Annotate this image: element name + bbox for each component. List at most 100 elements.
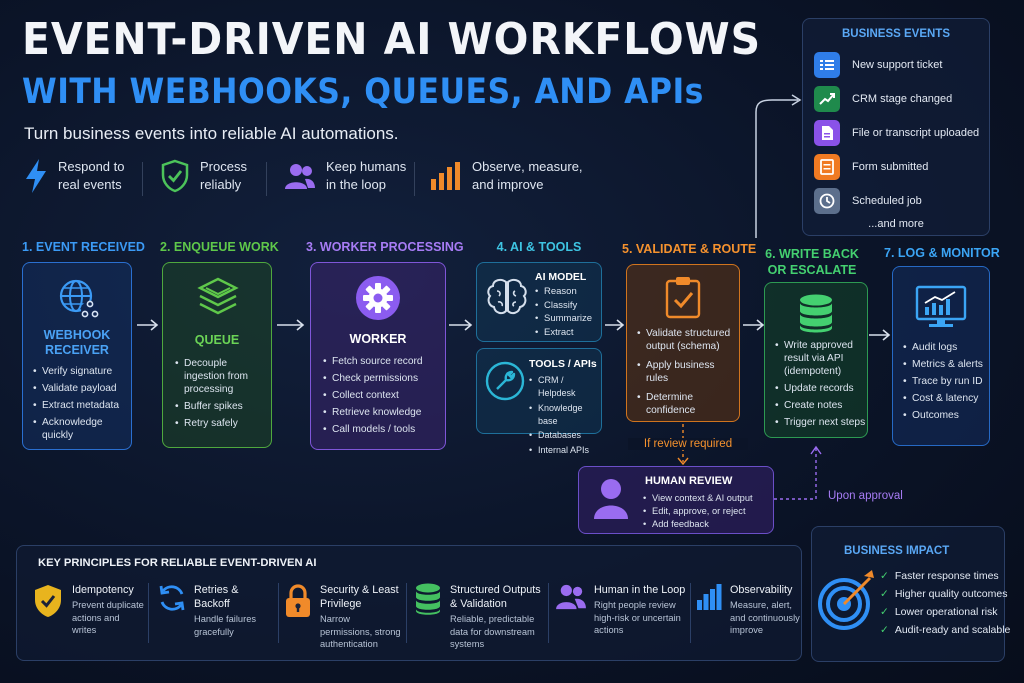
approval-connector: [774, 445, 822, 500]
brain-icon: [487, 278, 527, 315]
database-icon: [800, 294, 832, 333]
gear-icon: [356, 276, 400, 320]
feature-observe: Observe, measure, and improve: [430, 158, 583, 194]
queue-list: Decouple ingestion from processing Buffe…: [175, 357, 269, 434]
list-item: Write approved result via API (idempoten…: [775, 339, 867, 378]
divider: [142, 162, 143, 196]
key-principles-title: KEY PRINCIPLES FOR RELIABLE EVENT-DRIVEN…: [38, 557, 317, 569]
divider: [278, 583, 279, 643]
list-item: Reason: [535, 285, 601, 298]
divider: [406, 583, 407, 643]
principle-desc: Right people review high-risk or uncerta…: [594, 600, 681, 635]
divider: [690, 583, 691, 643]
business-event-item: File or transcript uploaded: [814, 120, 979, 146]
list-icon: [814, 52, 840, 78]
list-item: Outcomes: [903, 409, 989, 422]
user-icon: [594, 479, 628, 519]
impact-label: Lower operational risk: [894, 606, 998, 618]
principle-desc: Measure, alert, and continuously improve: [730, 600, 800, 635]
list-item: Internal APIs: [529, 444, 601, 457]
business-events-connector: [755, 94, 802, 238]
divider: [414, 162, 415, 196]
list-item: Databases: [529, 429, 601, 442]
principle-title: Observability: [730, 584, 793, 596]
list-item: Extract metadata: [33, 399, 129, 412]
step-1-title: 1. EVENT RECEIVED: [22, 240, 145, 254]
flow-arrow: [449, 319, 473, 331]
list-item: Determine confidence: [637, 391, 739, 417]
ai-model-card: AI MODEL Reason Classify Summarize Extra…: [476, 262, 602, 342]
bar-chart-icon: [697, 584, 722, 610]
queue-card: QUEUE Decouple ingestion from processing…: [162, 262, 272, 448]
flow-arrow: [743, 319, 765, 331]
worker-card: WORKER Fetch source record Check permiss…: [310, 262, 446, 450]
worker-name: WORKER: [349, 332, 407, 346]
key-principles-panel: [16, 545, 802, 661]
feature-label: and improve: [472, 177, 544, 192]
business-event-item: New support ticket: [814, 52, 942, 78]
business-event-label: Scheduled job: [852, 195, 922, 207]
business-event-item: Scheduled job: [814, 188, 922, 214]
tools-apis-card: TOOLS / APIs CRM / Helpdesk Knowledge ba…: [476, 348, 602, 457]
list-item: Extract: [535, 326, 601, 339]
list-item: Classify: [535, 299, 601, 312]
page-title-secondary: WITH WEBHOOKS, QUEUES, AND APIs: [22, 72, 704, 112]
check-icon: ✓: [880, 588, 889, 600]
list-item: Decouple ingestion from processing: [175, 357, 269, 396]
step-2-title: 2. ENQUEUE WORK: [160, 240, 279, 254]
principle-title: Structured Outputs & Validation: [450, 584, 541, 610]
flow-arrow: [605, 319, 625, 331]
principle-desc: Handle failures gracefully: [194, 614, 257, 637]
impact-item: ✓Faster response times: [880, 570, 999, 582]
feature-label: Keep humans: [326, 159, 407, 174]
list-item: Collect context: [323, 389, 443, 402]
list-item: Acknowledge quickly: [33, 416, 129, 442]
webhook-receiver-name: WEBHOOK RECEIVER: [23, 328, 131, 358]
impact-item: ✓Audit-ready and scalable: [880, 624, 1010, 636]
lock-icon: [286, 584, 310, 617]
list-item: Create notes: [775, 399, 867, 412]
list-item: Metrics & alerts: [903, 358, 989, 371]
business-impact-panel: [811, 526, 1005, 662]
flow-arrow: [277, 319, 305, 331]
tools-apis-name: TOOLS / APIs: [529, 358, 597, 370]
validate-route-card: Validate structured output (schema) Appl…: [626, 264, 740, 422]
write-back-list: Write approved result via API (idempoten…: [775, 339, 867, 433]
business-event-item: Form submitted: [814, 154, 928, 180]
webhook-receiver-card: WEBHOOK RECEIVER Verify signature Valida…: [22, 262, 132, 450]
list-item: Retry safely: [175, 417, 269, 430]
list-item: Add feedback: [643, 518, 773, 531]
business-event-label: Form submitted: [852, 161, 929, 173]
impact-item: ✓Higher quality outcomes: [880, 588, 1007, 600]
step-6-title: 6. WRITE BACK OR ESCALATE: [756, 246, 868, 278]
list-item: Retrieve knowledge: [323, 406, 443, 419]
check-icon: ✓: [880, 606, 889, 618]
principle-desc: Reliable, predictable data for downstrea…: [450, 614, 535, 649]
list-item: Apply business rules: [637, 359, 739, 385]
feature-label: Observe, measure,: [472, 159, 583, 174]
page-subtitle: Turn business events into reliable AI au…: [24, 124, 399, 143]
divider: [266, 162, 267, 196]
review-condition-label: If review required: [628, 438, 748, 450]
feature-label: Process: [200, 159, 247, 174]
list-item: View context & AI output: [643, 492, 773, 505]
impact-label: Audit-ready and scalable: [894, 624, 1011, 636]
business-events-more: ...and more: [868, 218, 924, 230]
list-item: Buffer spikes: [175, 400, 269, 413]
shield-check-icon: [161, 159, 189, 193]
business-events-title: BUSINESS EVENTS: [842, 28, 950, 40]
list-item: Check permissions: [323, 372, 443, 385]
human-review-card: HUMAN REVIEW View context & AI output Ed…: [578, 466, 774, 534]
step-7-title: 7. LOG & MONITOR: [884, 246, 1000, 260]
shield-check-icon: [35, 585, 61, 617]
step-5-title: 5. VALIDATE & ROUTE: [622, 242, 757, 256]
list-item: Edit, approve, or reject: [643, 505, 773, 518]
list-item: Trigger next steps: [775, 416, 867, 429]
